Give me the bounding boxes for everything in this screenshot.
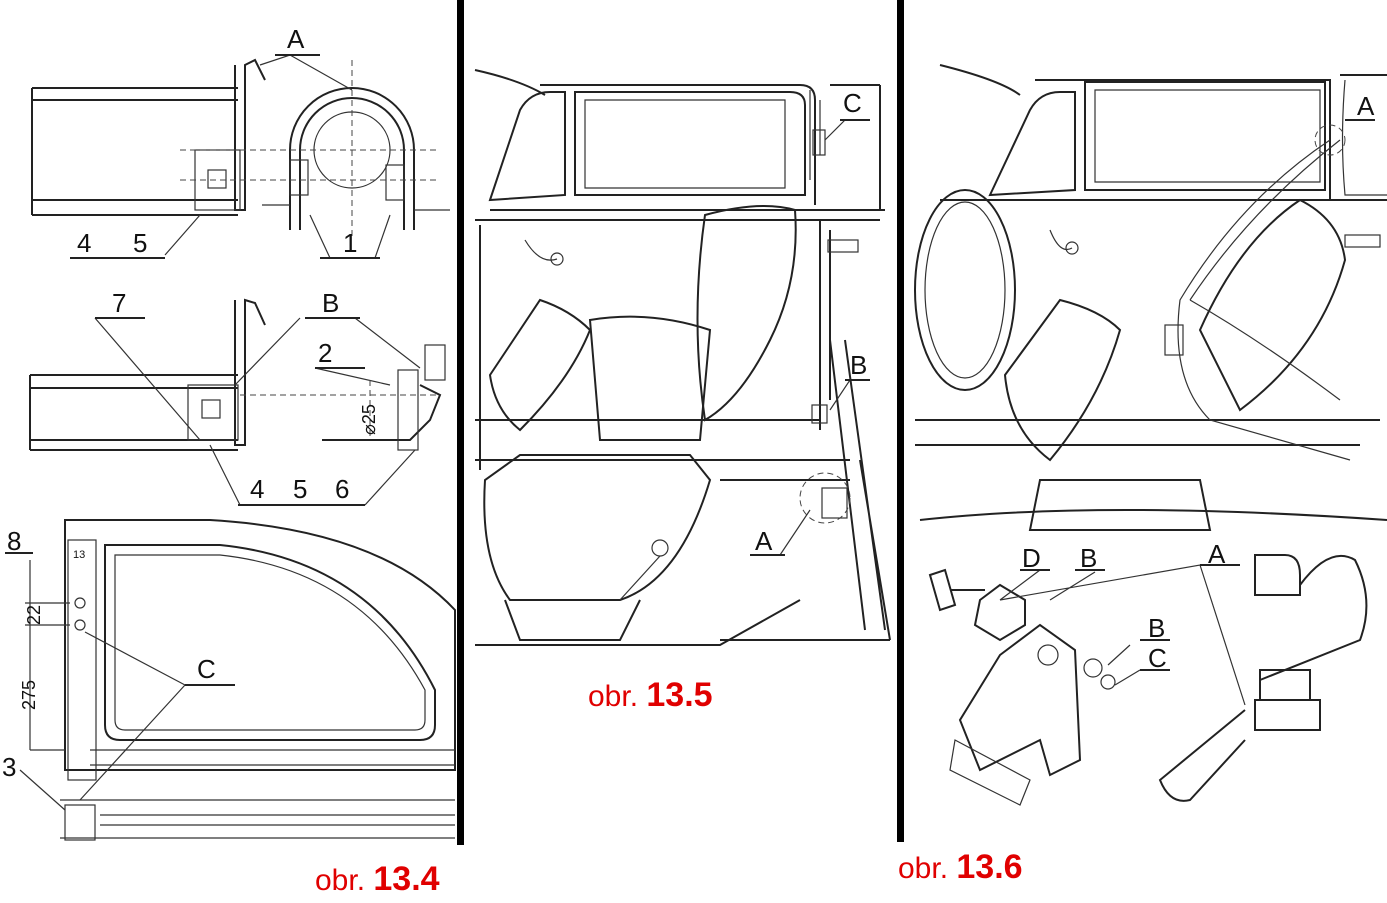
label-b: B: [1080, 543, 1097, 573]
label-a: A: [755, 526, 773, 556]
label-8: 8: [7, 526, 21, 556]
label-3: 3: [2, 752, 16, 782]
label-4: 4: [77, 228, 91, 258]
caption-13-5: obr. 13.5: [588, 676, 713, 714]
figure-13-5-labels: C B A: [755, 88, 867, 556]
figure-13-6-drawing: [914, 64, 1387, 806]
divider-right: [897, 0, 904, 842]
label-diameter-25: ⌀25: [359, 404, 379, 435]
label-b-washer: B: [1148, 613, 1165, 643]
label-b: B: [850, 350, 867, 380]
label-22: 22: [24, 605, 44, 625]
label-13: 13: [73, 549, 85, 561]
figure-13-6-labels: A D B A B C: [1022, 91, 1375, 673]
label-2: 2: [318, 338, 332, 368]
label-a-top: A: [1357, 91, 1375, 121]
label-b: B: [322, 288, 339, 318]
caption-13-6: obr. 13.6: [898, 848, 1023, 886]
label-d: D: [1022, 543, 1041, 573]
label-4-lower: 4: [250, 474, 264, 504]
label-a: A: [287, 24, 305, 54]
label-c: C: [197, 654, 216, 684]
divider-left: [457, 0, 464, 845]
label-a: A: [1208, 539, 1226, 569]
figure-13-4-labels: A 4 5 1 7 B 2 ⌀25 4 5 6 8 22 275 3 C 13: [2, 24, 379, 782]
label-5-lower: 5: [293, 474, 307, 504]
label-c: C: [1148, 643, 1167, 673]
figure-13-4-drawing: [5, 54, 456, 841]
label-c: C: [843, 88, 862, 118]
label-7: 7: [112, 288, 126, 318]
label-5: 5: [133, 228, 147, 258]
label-275: 275: [19, 680, 39, 710]
label-6: 6: [335, 474, 349, 504]
caption-13-4: obr. 13.4: [315, 860, 440, 898]
label-1: 1: [343, 228, 357, 258]
figure-13-5-drawing: [474, 69, 891, 646]
